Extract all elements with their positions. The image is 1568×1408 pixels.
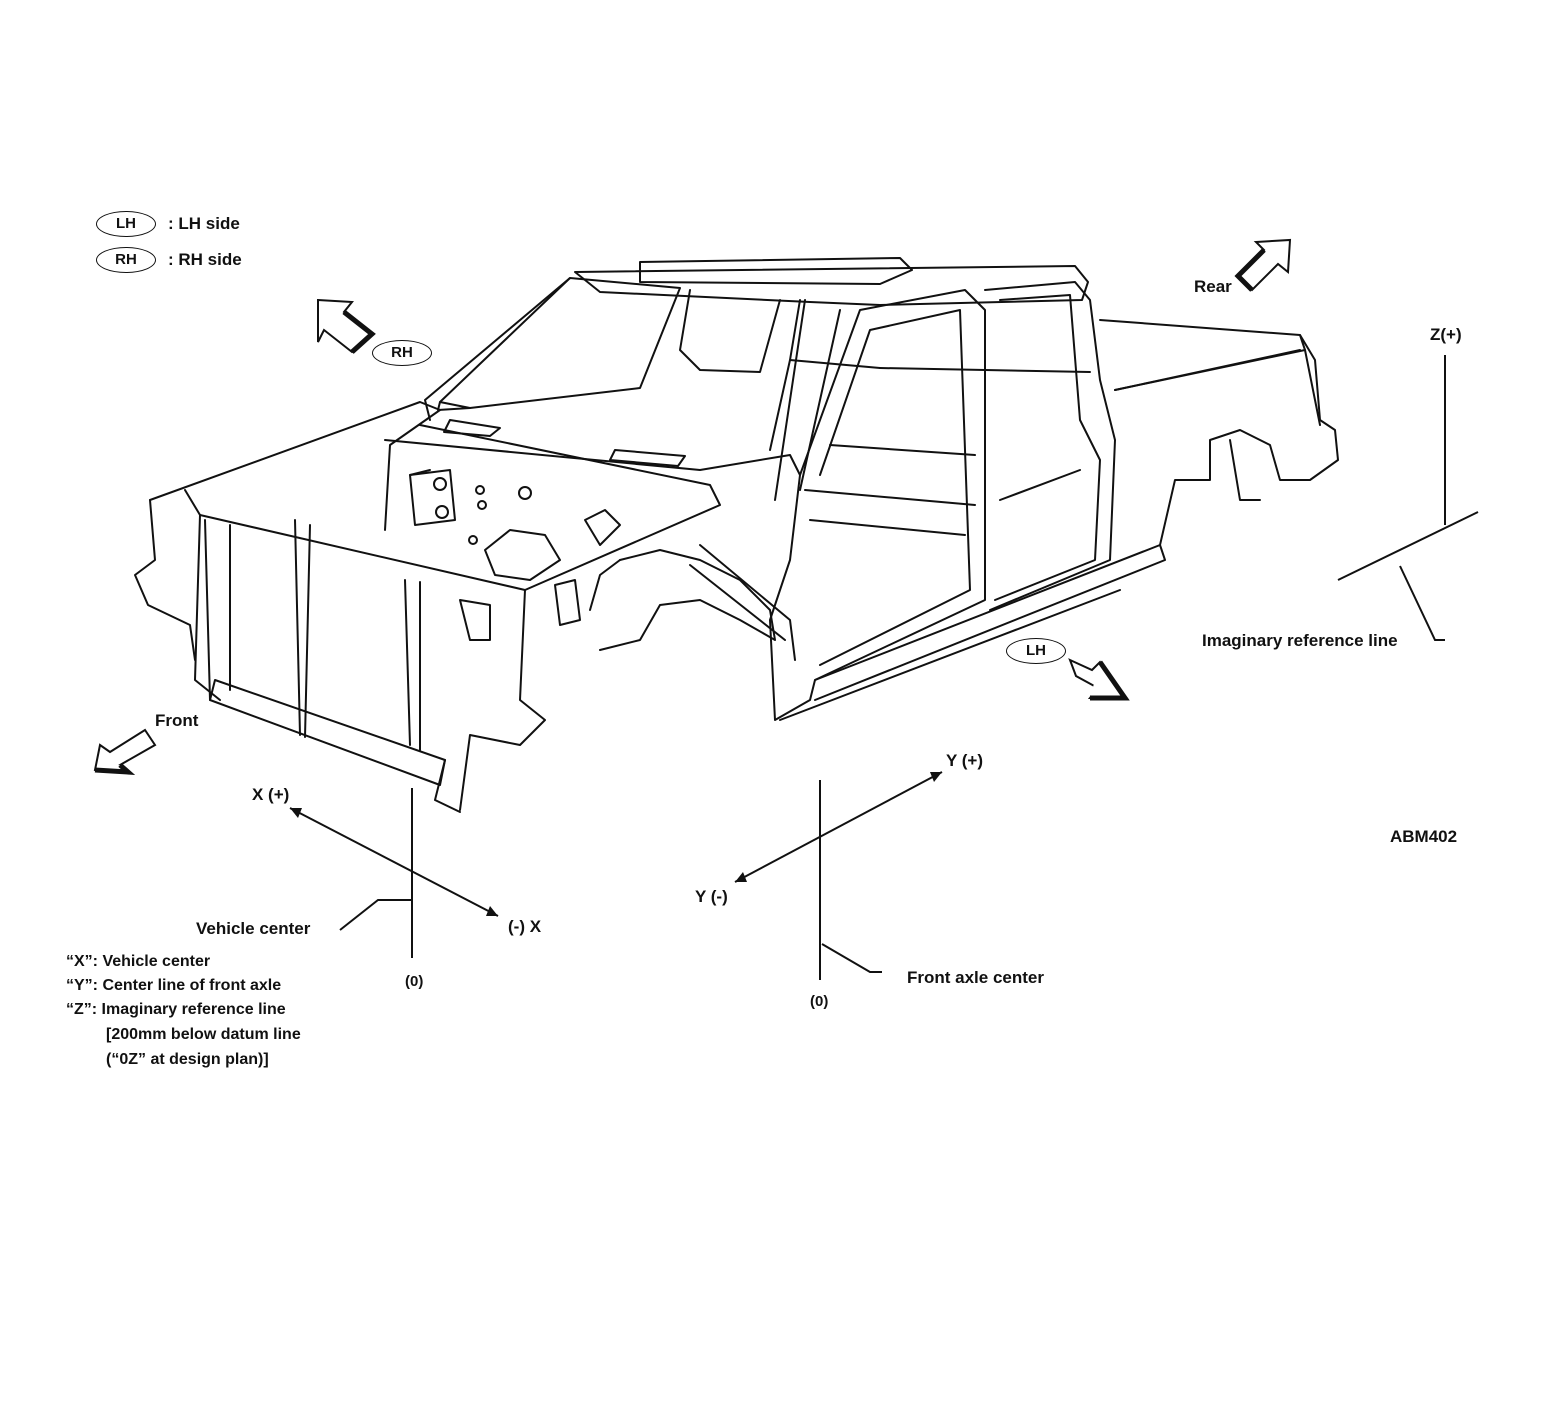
- lh-direction-badge: LH: [1006, 638, 1066, 664]
- y-plus-label: Y (+): [946, 751, 984, 770]
- front-direction-arrow: [93, 728, 157, 774]
- lh-legend-text: : LH side: [168, 214, 240, 233]
- radiator-support: [209, 679, 446, 786]
- rh-direction-badge: RH: [372, 340, 432, 366]
- lh-badge: LH: [96, 211, 156, 237]
- front-axle-center-label: Front axle center: [907, 968, 1044, 987]
- rh-badge: RH: [96, 247, 156, 273]
- note-z-detail-1: [200mm below datum line: [106, 1026, 301, 1043]
- y-zero-label: (0): [810, 993, 829, 1010]
- sunroof: [639, 257, 913, 285]
- x-zero-label: (0): [405, 973, 424, 990]
- x-minus-arrowhead: [486, 906, 498, 916]
- hood-outline: [149, 401, 441, 531]
- y-plus-arrowhead: [930, 772, 942, 782]
- x-plus-label: X (+): [252, 785, 290, 804]
- note-x: “X”: Vehicle center: [66, 953, 211, 970]
- rh-legend-text: : RH side: [168, 250, 242, 269]
- rear-door-opening: [984, 281, 1116, 611]
- vehicle-center-label: Vehicle center: [196, 919, 311, 938]
- figure-id: ABM402: [1390, 827, 1458, 846]
- y-minus-label: Y (-): [695, 887, 728, 906]
- y-axis-line: [734, 771, 943, 883]
- x-axis-line: [289, 807, 499, 917]
- y-minus-arrowhead: [735, 872, 747, 882]
- imaginary-reference-line: [1337, 511, 1479, 581]
- z-plus-label: Z(+): [1430, 325, 1462, 344]
- note-z: “Z”: Imaginary reference line: [66, 1001, 286, 1018]
- x-minus-label: (-) X: [508, 917, 542, 936]
- rocker-panel: [814, 544, 1166, 701]
- imaginary-reference-line-label: Imaginary reference line: [1202, 631, 1398, 650]
- note-z-detail-2: (“0Z” at design plan)]: [106, 1051, 269, 1068]
- front-label: Front: [155, 711, 199, 730]
- roof-outline: [574, 265, 1089, 306]
- rear-label: Rear: [1194, 277, 1232, 296]
- note-y: “Y”: Center line of front axle: [66, 977, 282, 994]
- x-plus-arrowhead: [290, 808, 302, 818]
- windshield: [439, 277, 681, 409]
